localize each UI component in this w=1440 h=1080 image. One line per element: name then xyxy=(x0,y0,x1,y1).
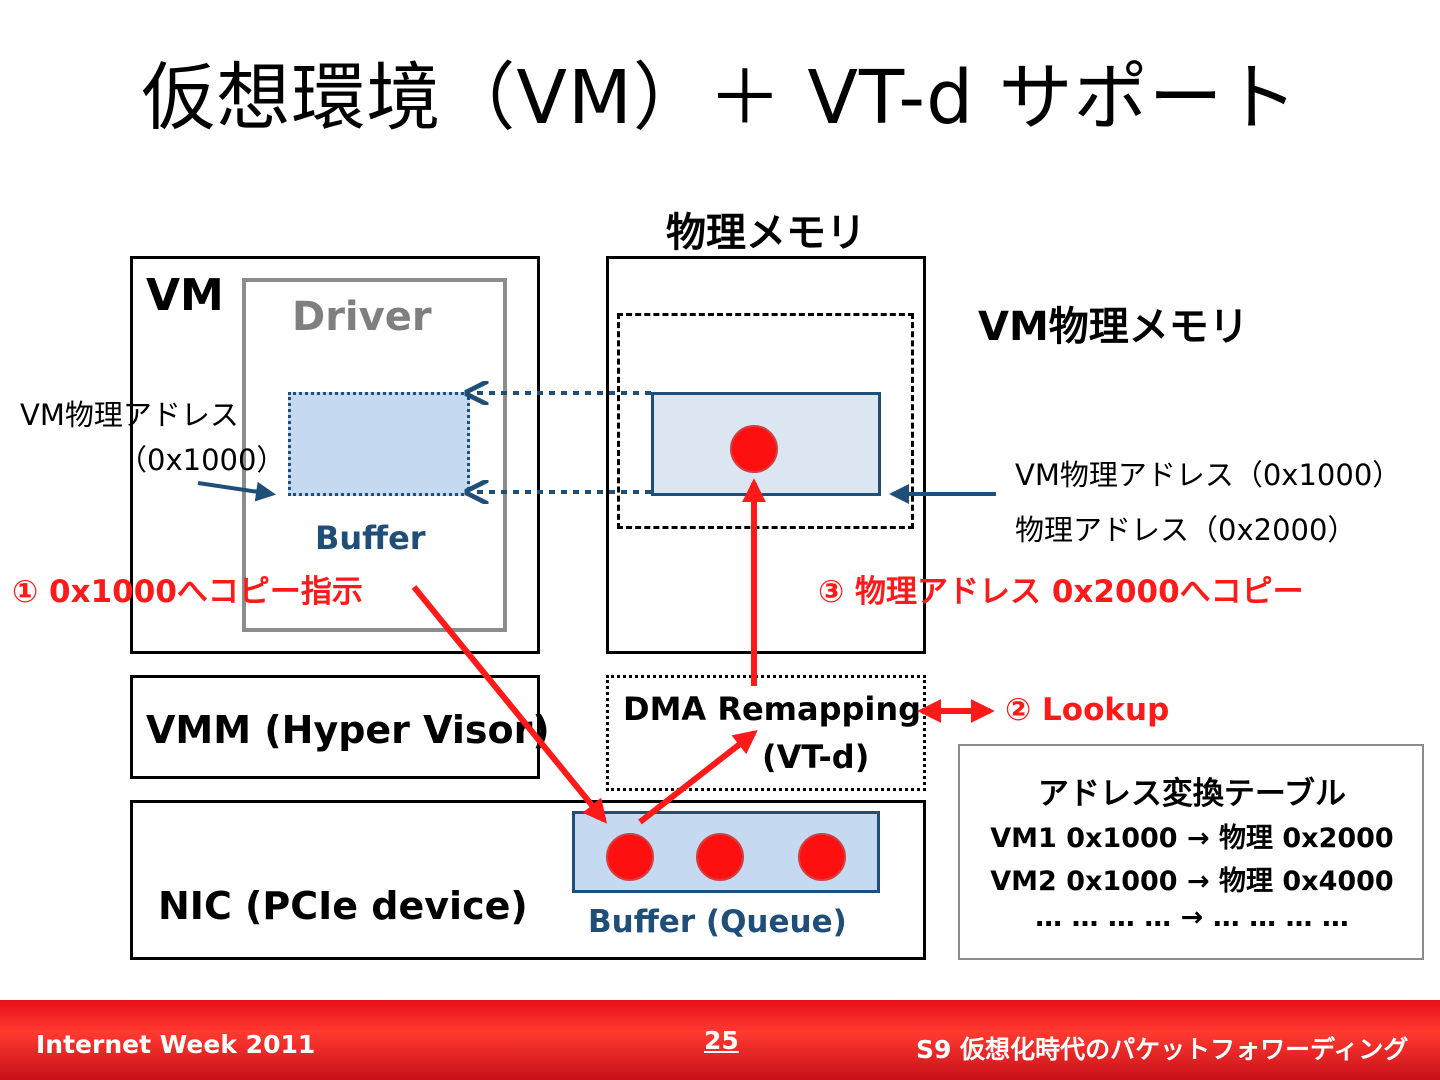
dma-label-line2: (VT-d) xyxy=(762,738,870,776)
footer-left: Internet Week 2011 xyxy=(36,1030,316,1059)
table-row: … … … … → … … … … xyxy=(1035,902,1349,933)
step2-label: ② Lookup xyxy=(1005,692,1170,728)
red-dot-icon xyxy=(798,833,846,881)
driver-label: Driver xyxy=(292,294,432,340)
left-addr-arrow xyxy=(197,481,276,502)
red-dot-icon xyxy=(730,425,778,473)
footer-right: S9 仮想化時代のパケットフォワーディング xyxy=(916,1035,1409,1064)
step1-label: ① 0x1000へコピー指示 xyxy=(12,574,363,610)
red-dot-icon xyxy=(696,833,744,881)
vmm-label: VMM (Hyper Visor) xyxy=(146,708,550,752)
nic-box xyxy=(130,800,926,960)
vm-box xyxy=(130,256,540,654)
vmm-box xyxy=(130,675,540,779)
driver-buffer xyxy=(288,392,470,496)
diagram-arrows xyxy=(197,0,996,881)
footer-bar: Internet Week 2011 25 S9 仮想化時代のパケットフォワーデ… xyxy=(0,1000,1440,1080)
phys-memory-heading: 物理メモリ xyxy=(666,210,866,256)
footer-page-number: 25 xyxy=(704,1026,739,1055)
table-row: VM1 0x1000 → 物理 0x2000 xyxy=(990,823,1394,854)
dma-remapping-box xyxy=(606,675,926,791)
right-addr-line1: VM物理アドレス（0x1000） xyxy=(1015,458,1402,492)
driver-box xyxy=(242,278,507,632)
right-addr-line2: 物理アドレス（0x2000） xyxy=(1015,513,1357,547)
queue-to-dma-arrow xyxy=(638,730,758,825)
phys-memory-box xyxy=(606,256,926,654)
vm-label: VM xyxy=(146,270,224,321)
red-dot-icon xyxy=(606,833,654,881)
left-addr-line2: （0x1000） xyxy=(118,443,286,477)
step1-arrow xyxy=(411,585,608,824)
vm-phys-memory-label: VM物理メモリ xyxy=(978,304,1249,350)
address-table: アドレス変換テーブル VM1 0x1000 → 物理 0x2000 VM2 0x… xyxy=(958,744,1424,960)
step3-label: ③ 物理アドレス 0x2000へコピー xyxy=(818,574,1304,610)
table-title: アドレス変換テーブル xyxy=(1037,776,1347,812)
slide-title: 仮想環境（VM）＋ VT-d サポート xyxy=(141,55,1299,141)
left-addr-line1: VM物理アドレス xyxy=(20,398,239,432)
vm-phys-memory-region xyxy=(617,313,914,529)
queue-label: Buffer (Queue) xyxy=(588,904,847,940)
driver-buffer-label: Buffer xyxy=(315,519,426,557)
table-row: VM2 0x1000 → 物理 0x4000 xyxy=(990,866,1394,897)
dma-label-line1: DMA Remapping xyxy=(623,690,922,728)
nic-label: NIC (PCIe device) xyxy=(158,884,528,928)
